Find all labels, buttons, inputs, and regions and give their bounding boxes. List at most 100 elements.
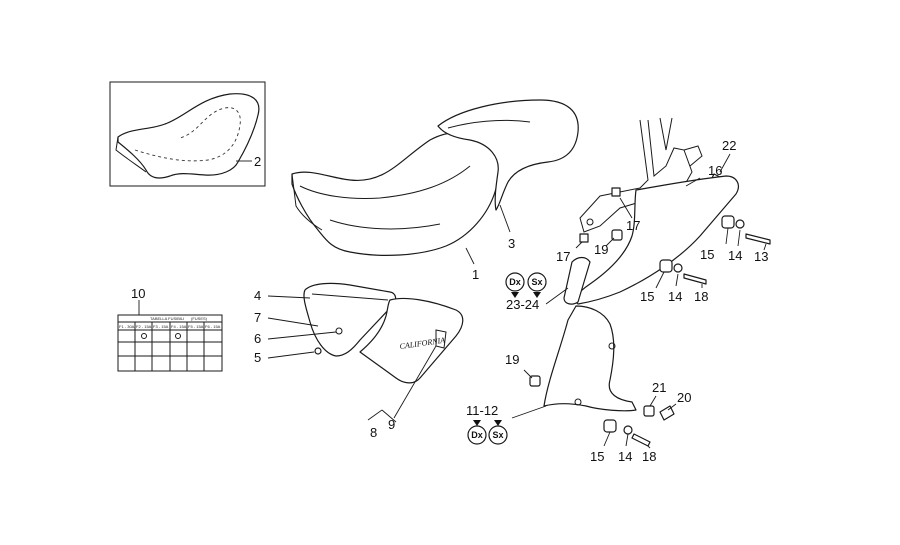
- callout-2: 2: [254, 154, 261, 169]
- spacer-part-15-b: [659, 259, 673, 273]
- leader-15-a: [725, 227, 729, 245]
- leader-23-24: [545, 287, 569, 305]
- arrow-sx-bottom-icon: [494, 420, 502, 426]
- badge-dx-bottom-label: Dx: [471, 430, 483, 440]
- callout-17-b: 17: [556, 249, 570, 264]
- badge-sx-top-label: Sx: [531, 277, 542, 287]
- inset-seat-front-edge: [115, 136, 147, 173]
- main-seat-crease: [299, 165, 471, 199]
- main-seat-body: [291, 131, 501, 256]
- callout-8: 8: [370, 425, 377, 440]
- main-seat-lower-edge: [329, 219, 441, 230]
- leader-21: [649, 395, 657, 407]
- callout-1: 1: [472, 267, 479, 282]
- leader-14-a: [737, 229, 741, 247]
- leader-18-b: [647, 445, 651, 449]
- side-panel-inner-bracket: [303, 282, 397, 357]
- callout-15-a: 15: [700, 247, 714, 262]
- leader-15-b: [655, 271, 665, 289]
- washer-part-14-b: [673, 263, 683, 273]
- callout-15-b: 15: [640, 289, 654, 304]
- fuse-label-part-10: TABELLA FUSIBILI (FUSES) F1 - 30A F2 - 1…: [117, 286, 223, 372]
- badge-sx-bottom: [488, 425, 508, 445]
- leader-5: [267, 351, 315, 359]
- nut-part-17-lower: [579, 233, 589, 243]
- callout-14-b: 14: [668, 289, 682, 304]
- leader-4: [267, 295, 311, 299]
- main-seat-front-side: [291, 173, 323, 231]
- rear-frame-hook: [683, 145, 703, 167]
- grommet-part-23-24: [563, 256, 591, 305]
- leader-19-a: [605, 237, 615, 247]
- callout-4: 4: [254, 288, 261, 303]
- leader-6: [267, 331, 337, 340]
- spacer-part-15-a: [721, 215, 735, 229]
- side-panel-badge-emblem: [435, 329, 447, 349]
- leader-19-b: [523, 369, 533, 379]
- fuse-col-4: F4 - 15A: [171, 324, 187, 329]
- washer-part-14-a: [735, 219, 745, 229]
- callout-14-a: 14: [728, 248, 742, 263]
- callout-6: 6: [254, 331, 261, 346]
- inset-seat-body: [117, 93, 260, 179]
- badge-dx-top: [505, 272, 525, 292]
- leader-17-a: [619, 197, 633, 219]
- fuse-col-1: F1 - 30A: [119, 324, 135, 329]
- leader-17-b: [575, 241, 583, 249]
- side-panel-cover: [359, 297, 464, 384]
- inset-frame: [109, 81, 266, 187]
- callout-18-a: 18: [694, 289, 708, 304]
- bolt-part-18-b: [683, 273, 707, 285]
- inset-seat-dashed-outline: [134, 107, 241, 162]
- leader-16: [685, 177, 701, 187]
- main-seat-part-1: 1: [291, 131, 501, 282]
- fuse-col-5: F5 - 15A: [188, 324, 204, 329]
- leader-11-12: [511, 405, 547, 419]
- fuse-symbol-icon: [141, 333, 147, 339]
- badge-dx-bottom: [467, 425, 487, 445]
- pillion-seat-body: [437, 99, 579, 211]
- leader-22: [719, 153, 731, 173]
- nut-part-21: [643, 405, 655, 417]
- callout-11-12: 11-12: [466, 403, 498, 418]
- rear-cover-upper: [575, 175, 739, 305]
- leader-9: [393, 345, 437, 419]
- nut-part-17-upper: [611, 187, 621, 197]
- fuse-header-right: (FUSES): [191, 316, 208, 321]
- fuse-col-6: F6 - 15A: [205, 324, 221, 329]
- callout-21: 21: [652, 380, 666, 395]
- callout-17-a: 17: [626, 218, 640, 233]
- leader-14-b: [675, 273, 679, 287]
- leader-1: [465, 247, 475, 265]
- callout-13: 13: [754, 249, 768, 264]
- fuse-header-left: TABELLA FUSIBILI: [150, 316, 184, 321]
- callout-7: 7: [254, 310, 261, 325]
- fuse-col-3: F3 - 15A: [153, 324, 169, 329]
- rear-frame-upper: [659, 117, 673, 151]
- leader-13: [763, 243, 767, 251]
- badge-sx-top: [527, 272, 547, 292]
- fuse-col-2: F2 - 15A: [136, 324, 152, 329]
- nut-part-20: [659, 405, 675, 421]
- washer-part-14-c: [623, 425, 633, 435]
- leader-15-c: [603, 431, 611, 447]
- callout-14-c: 14: [618, 449, 632, 464]
- side-panel-parts-4-9: CALIFORNIA 4 7 6 5 8 9: [254, 282, 464, 440]
- badge-dx-top-label: Dx: [509, 277, 521, 287]
- callout-23-24: 23-24: [506, 297, 539, 312]
- pillion-seat-contour: [447, 119, 531, 129]
- pillion-seat-part-3: 3: [437, 99, 579, 251]
- callout-15-c: 15: [590, 449, 604, 464]
- callout-9: 9: [388, 417, 395, 432]
- badge-sx-bottom-label: Sx: [492, 430, 503, 440]
- rear-cover-lower: [543, 305, 637, 412]
- leader-3: [499, 204, 511, 233]
- leader-14-c: [625, 433, 629, 447]
- inset-seat-part-2: 2: [109, 81, 266, 187]
- grommet-part-6: [335, 327, 343, 335]
- fuse-symbol-icon: [175, 333, 181, 339]
- rear-frame-assembly: 22 16 17 17 19 15 14 13 15 14 18 19 21 2…: [466, 117, 771, 464]
- callout-19-a: 19: [594, 242, 608, 257]
